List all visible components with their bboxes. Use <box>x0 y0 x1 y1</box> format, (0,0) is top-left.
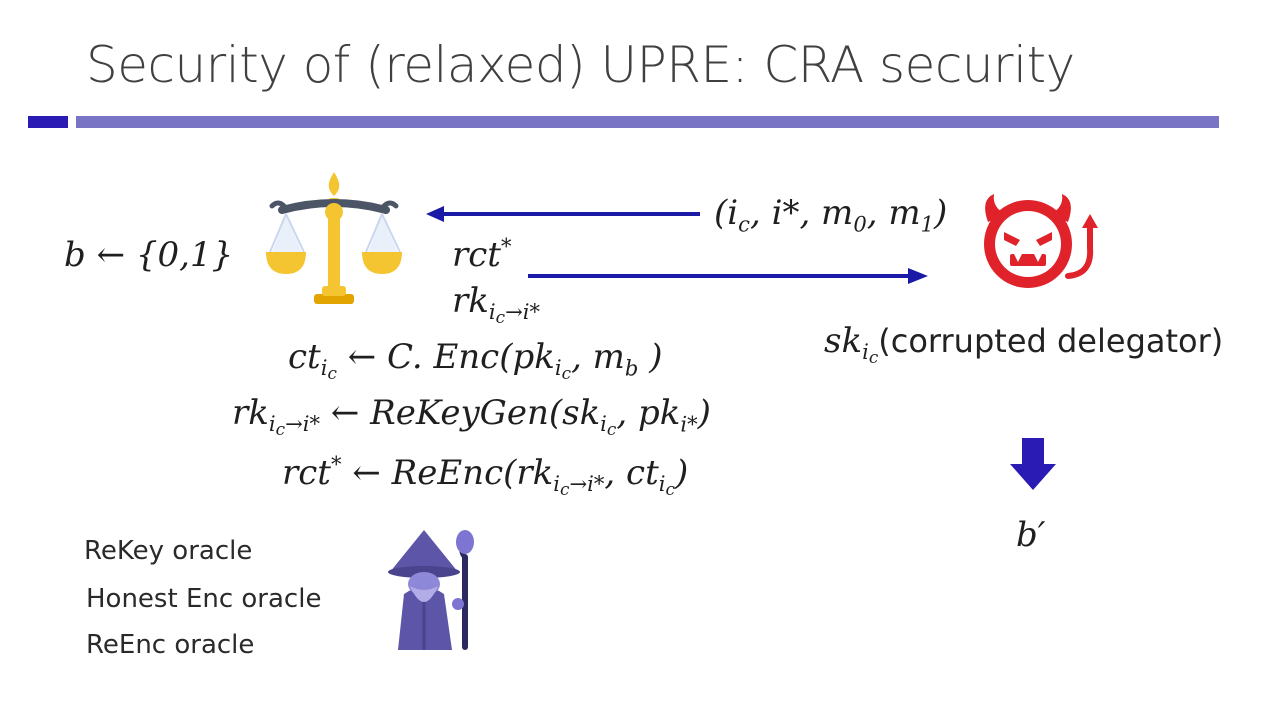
equation-rekeygen: rkic→i* ← ReKeyGen(skic, pki*) <box>232 393 711 440</box>
corrupted-label: (corrupted delegator) <box>878 322 1224 360</box>
challenge-msg-sep: , m <box>866 193 921 233</box>
eq1-text: ctic ← C. Enc(pkic, mb ) <box>288 337 663 384</box>
equation-ct-encryption: ctic ← C. Enc(pkic, mb ) <box>288 337 663 384</box>
corrupted-delegator: skic(corrupted delegator) <box>824 321 1224 366</box>
challenge-response-arrow <box>528 268 928 284</box>
wizard-icon <box>388 530 474 650</box>
corrupted-sk-sub: ic <box>862 339 879 368</box>
adversary-guess: b′ <box>1016 515 1046 555</box>
response-rk: rkic→i* <box>452 281 540 326</box>
eq3-text: rct* ← ReEnc(rkic→i*, ctic) <box>282 451 689 500</box>
challenge-msg-open: (i <box>714 193 739 233</box>
response-rct-text: rct* <box>452 233 512 275</box>
challenge-msg-ic-sub: c <box>738 211 750 237</box>
challenge-msg-close: ) <box>934 193 948 233</box>
title-underline-bar <box>76 116 1219 128</box>
slide-title: Security of (relaxed) UPRE: CRA security <box>86 36 1075 94</box>
oracle-reenc: ReEnc oracle <box>86 630 255 660</box>
challenge-msg-m1-sub: 1 <box>920 211 935 237</box>
eq2-text: rkic→i* ← ReKeyGen(skic, pki*) <box>232 393 711 440</box>
response-rk-sub: ic→i* <box>488 299 541 328</box>
challenge-message: (ic, i*, m0, m1) <box>714 193 948 234</box>
challenge-msg-m0-sub: 0 <box>853 211 867 237</box>
challenger-bit-text: b ← {0,1} <box>64 235 234 275</box>
title-accent-bar <box>28 116 68 128</box>
down-arrow-icon <box>1010 438 1056 490</box>
equation-reenc: rct* ← ReEnc(rkic→i*, ctic) <box>282 451 689 500</box>
challenge-msg-middle: , i*, m <box>749 193 854 233</box>
oracle-honest-enc: Honest Enc oracle <box>86 584 322 614</box>
oracle-rekey: ReKey oracle <box>84 536 253 566</box>
devil-icon <box>984 194 1098 288</box>
scales-icon <box>266 172 402 304</box>
response-rk-text: rk <box>452 281 489 321</box>
challenger-bit-sampling: b ← {0,1} <box>64 238 233 272</box>
response-rct: rct* <box>452 233 512 275</box>
challenge-query-arrow <box>426 206 700 222</box>
corrupted-sk-text: sk <box>824 321 863 361</box>
